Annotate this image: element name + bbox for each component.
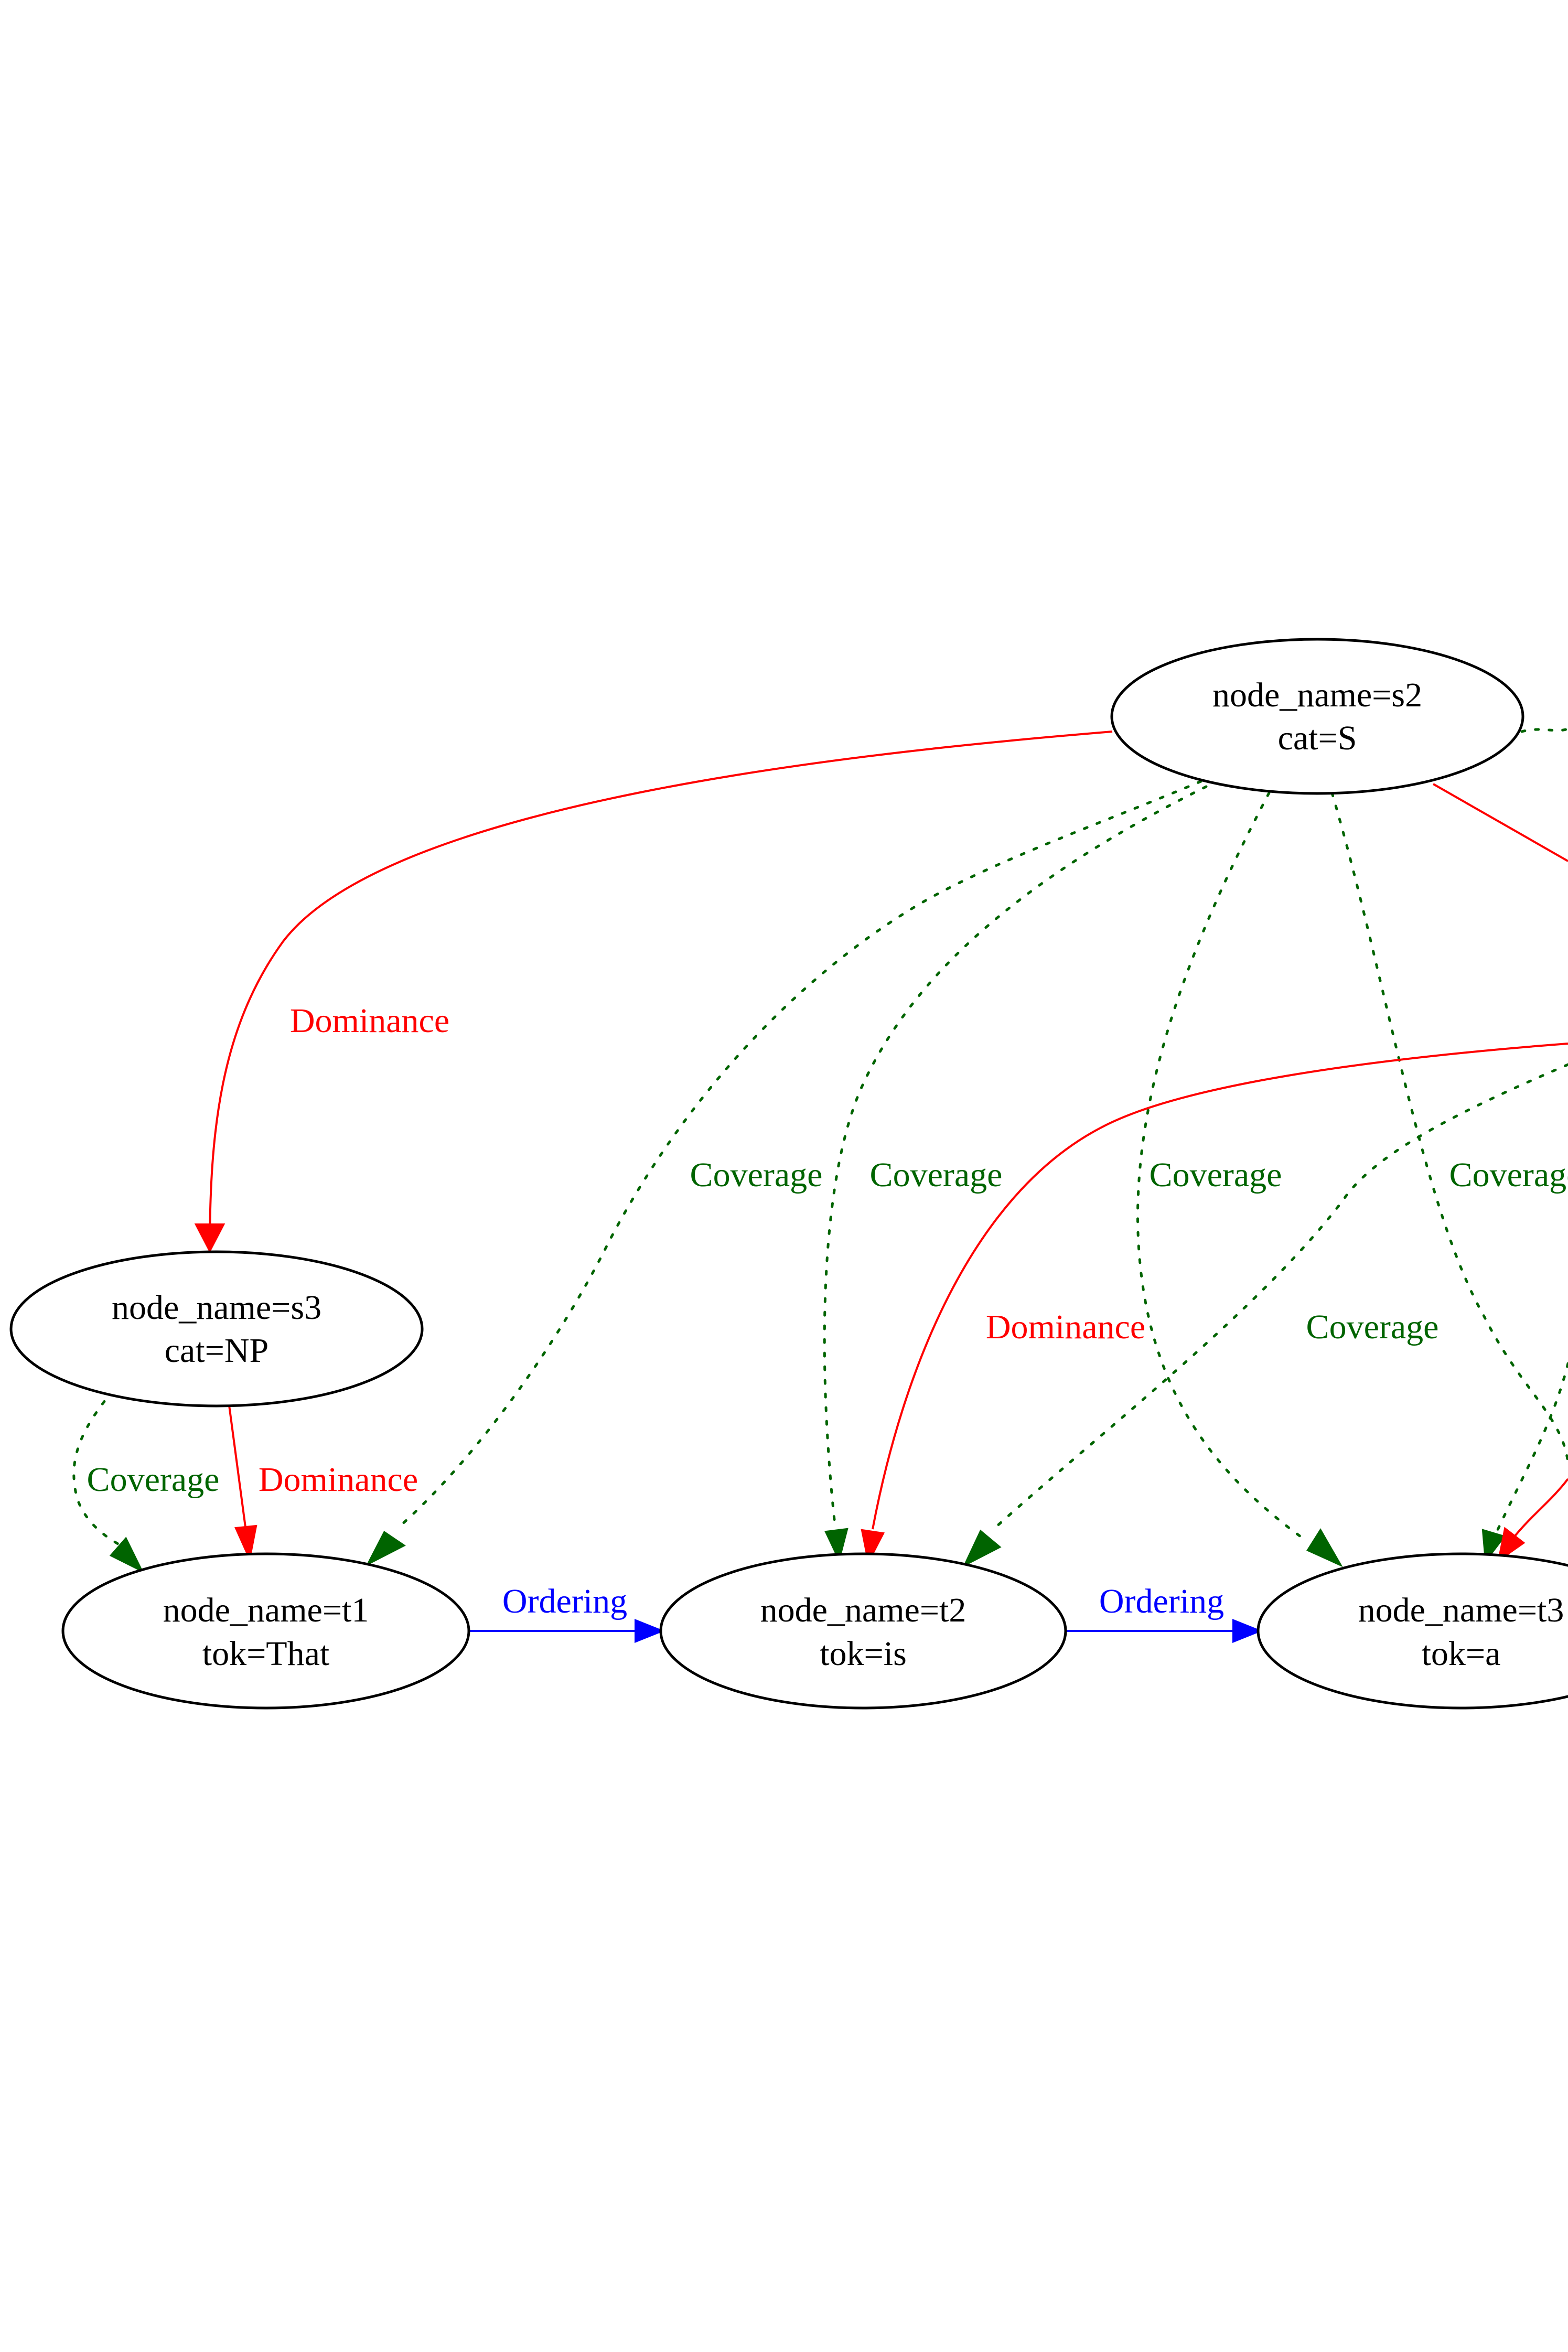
node-t1-tok: tok=That: [202, 1635, 330, 1673]
edge-label-t1-t2-ordering: Ordering: [502, 1582, 627, 1620]
edge-s2-t2-arrowhead: [824, 1528, 849, 1563]
edge-s2-s3-dominance: [209, 731, 1113, 1251]
edge-label-s3-t1-dominance: Dominance: [259, 1460, 418, 1499]
node-s2-ellipse: [1110, 638, 1524, 795]
node-s2-name: node_name=s2: [1212, 676, 1422, 714]
nodes: node_name=s2 cat=S node_name=s3 cat=NP n…: [9, 638, 1568, 1710]
edge-s3-t1-coverage-arrowhead: [109, 1537, 144, 1573]
node-t1: node_name=t1 tok=That: [61, 1552, 470, 1710]
edge-offscreen-t2-coverage: [990, 1063, 1568, 1533]
edge-s2-t3-coverage-right: [1330, 791, 1568, 1465]
edge-offscreen-t2-coverage-arrowhead: [962, 1529, 1002, 1567]
edge-label-s2-t3-coverage-right: Coverage: [1449, 1156, 1568, 1194]
edge-label-s2-t1-coverage: Coverage: [690, 1156, 823, 1194]
edges: [72, 727, 1568, 1643]
node-s2: node_name=s2 cat=S: [1110, 638, 1524, 795]
node-s3-cat: cat=NP: [165, 1331, 269, 1370]
node-s3-ellipse: [9, 1250, 424, 1408]
edge-s2-s3-arrowhead: [194, 1223, 225, 1253]
edge-t2-t3-ordering-arrowhead: [1232, 1619, 1263, 1643]
edge-label-s2-s3-dominance: Dominance: [290, 1002, 449, 1040]
edge-s2-t1-arrowhead: [366, 1531, 406, 1566]
node-t1-ellipse: [61, 1552, 470, 1710]
node-t2: node_name=t2 tok=is: [659, 1552, 1067, 1710]
node-t3: node_name=t3 tok=a: [1256, 1552, 1568, 1710]
edge-t1-t2-ordering-arrowhead: [635, 1619, 665, 1643]
edge-label-t2-t3-ordering: Ordering: [1099, 1582, 1224, 1620]
node-s3: node_name=s3 cat=NP: [9, 1250, 424, 1408]
edge-s2-offscreen-coverage: [1520, 727, 1568, 733]
edge-s2-t3-left-arrowhead: [1306, 1528, 1343, 1567]
edge-offscreen-t3-coverage: [1493, 1362, 1568, 1538]
node-s2-cat: cat=S: [1278, 719, 1357, 757]
edge-s2-t1-coverage: [395, 780, 1202, 1531]
edge-offscreen-t3-dominance: [1513, 1478, 1568, 1538]
node-t2-tok: tok=is: [820, 1635, 907, 1673]
edge-offscreen-t2-dominance: [872, 1043, 1568, 1530]
node-s3-name: node_name=s3: [112, 1288, 321, 1327]
node-t3-tok: tok=a: [1422, 1635, 1501, 1673]
edge-offscreen-t3-coverage-arrowhead: [1481, 1529, 1506, 1564]
edge-label-s3-t1-coverage: Coverage: [87, 1460, 220, 1499]
edge-label-s2-t2-coverage: Coverage: [870, 1156, 1003, 1194]
edge-offscreen-t3-dominance-arrowhead: [1497, 1527, 1526, 1563]
edge-s3-t1-dominance: [228, 1405, 246, 1528]
node-t3-name: node_name=t3: [1358, 1591, 1564, 1629]
node-t2-name: node_name=t2: [760, 1591, 966, 1629]
edge-s2-offscreen-dominance: [1433, 783, 1568, 862]
edge-s3-t1-dominance-arrowhead: [234, 1524, 257, 1562]
node-t2-ellipse: [659, 1552, 1067, 1710]
node-t1-name: node_name=t1: [163, 1591, 369, 1629]
edge-s3-t1-coverage: [72, 1389, 123, 1548]
edge-label-offscreen-t2-coverage: Coverage: [1306, 1308, 1439, 1346]
edge-label-offscreen-t2-dominance: Dominance: [986, 1308, 1145, 1346]
edge-label-s2-t3-coverage-left: Coverage: [1150, 1156, 1282, 1194]
edge-labels: Dominance Coverage Coverage Coverage Cov…: [87, 1002, 1568, 1620]
node-t3-ellipse: [1256, 1552, 1568, 1710]
